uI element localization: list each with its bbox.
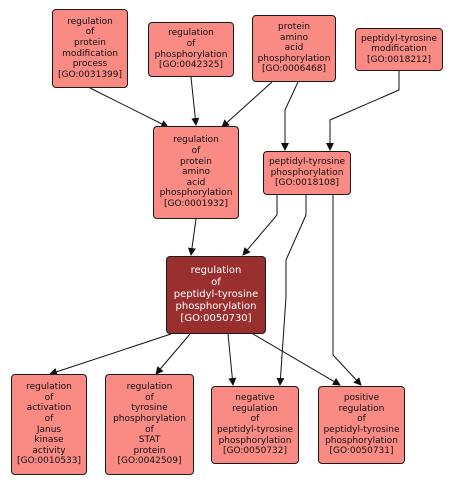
edge-0006468-to-0001932 [221,81,273,128]
edge-0001932-to-0050730 [188,218,197,256]
edge-0018212-to-0018108 [326,71,400,151]
go-node-0001932[interactable]: regulation of protein amino acid phospho… [153,126,239,219]
go-node-0031399[interactable]: regulation of protein modification proce… [52,9,128,88]
go-node-0042325[interactable]: regulation of phosphorylation [GO:004232… [148,22,234,77]
go-node-0010533[interactable]: regulation of activation of Janus kinase… [11,374,87,475]
go-node-0050731[interactable]: positive regulation of peptidyl-tyrosine… [318,386,405,464]
edge-0050730-to-0010533 [49,333,172,376]
edge-0050730-to-0050731 [252,333,341,386]
edge-0031399-to-0001932 [89,87,169,128]
edge-0050730-to-0050732 [227,333,237,386]
edge-0050730-to-0042509 [155,333,191,375]
edge-0042325-to-0001932 [190,76,200,126]
go-node-0018212[interactable]: peptidyl-tyrosine modification [GO:00182… [355,28,443,71]
go-node-0050732[interactable]: negative regulation of peptidyl-tyrosine… [211,386,299,464]
go-node-0006468[interactable]: protein amino acid phosphorylation [GO:0… [252,15,336,82]
go-node-0050730[interactable]: regulation of peptidyl-tyrosine phosphor… [166,256,266,334]
edge-0018108-to-0050731 [332,195,362,386]
go-node-0018108[interactable]: peptidyl-tyrosine phosphorylation [GO:00… [263,151,351,195]
edge-0006468-to-0018108 [281,81,299,151]
edge-0018108-to-0050732 [276,195,307,386]
edge-0018108-to-0050730 [242,195,278,256]
go-node-0042509[interactable]: regulation of tyrosine phosphorylation o… [105,374,194,475]
